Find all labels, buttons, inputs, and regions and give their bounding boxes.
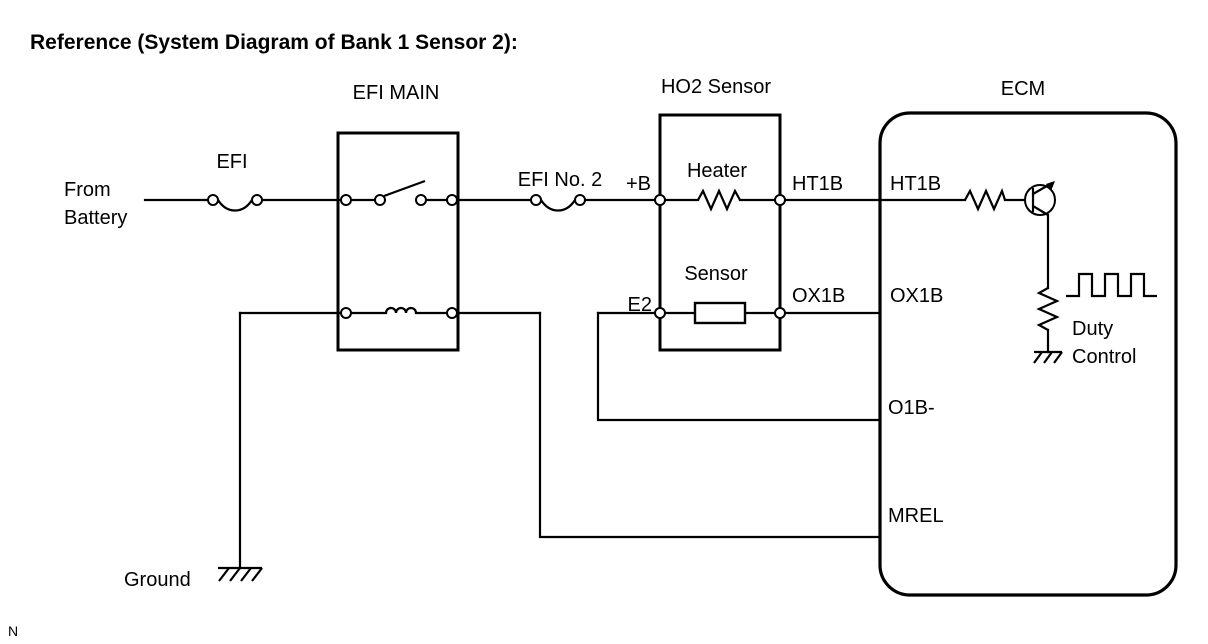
- from-battery-label-line1: From: [64, 179, 111, 201]
- ecm-pin-ht1b-label: HT1B: [890, 173, 941, 195]
- efi-fuse-label: EFI: [216, 151, 247, 173]
- efi-fuse-icon: [217, 199, 253, 212]
- ground-label: Ground: [124, 569, 191, 591]
- heater-label: Heater: [687, 160, 747, 182]
- pulldown-resistor-icon: [1036, 287, 1060, 331]
- terminal-node: [207, 194, 219, 206]
- ox1b-wire-label: OX1B: [792, 285, 845, 307]
- relay-box: [336, 131, 460, 352]
- transistor-arrow: [1046, 181, 1055, 191]
- e2-terminal-label: E2: [628, 294, 652, 316]
- from-battery-label-line2: Battery: [64, 207, 127, 229]
- fuse-element: [540, 199, 576, 212]
- terminal-node-e2: [654, 307, 666, 319]
- transistor-emitter: [1032, 205, 1049, 216]
- ht1b-resistor-icon: [964, 187, 1007, 212]
- terminal-node: [530, 194, 542, 206]
- ecm-label: ECM: [1001, 78, 1045, 100]
- terminal-node: [446, 307, 458, 319]
- wire-segment: [596, 311, 882, 422]
- ho2-sensor-box: [658, 113, 782, 352]
- ecm-box: [878, 111, 1178, 597]
- ground-hatches: [1033, 351, 1063, 364]
- terminal-node-plus-b: [654, 194, 666, 206]
- sensor-label: Sensor: [684, 263, 748, 285]
- transistor-icon: [1024, 181, 1056, 216]
- terminal-nodes: [207, 194, 786, 319]
- fuse-element: [217, 199, 253, 212]
- terminal-node: [340, 194, 352, 206]
- ecm-pin-o1b-label: O1B-: [888, 397, 935, 419]
- diagram-title: Reference (System Diagram of Bank 1 Sens…: [30, 31, 518, 54]
- efi-no2-fuse-label: EFI No. 2: [518, 169, 602, 191]
- terminal-node: [340, 307, 352, 319]
- duty-control-label-line2: Control: [1072, 346, 1136, 368]
- duty-control-label-line1: Duty: [1072, 318, 1113, 340]
- efi-no2-fuse-icon: [540, 199, 576, 212]
- footnote-label: N: [8, 623, 18, 639]
- terminal-node: [415, 194, 427, 206]
- heater-resistor-icon: [697, 188, 741, 212]
- ho2-sensor-label: HO2 Sensor: [661, 76, 771, 98]
- terminal-node: [446, 194, 458, 206]
- ht1b-wire-label: HT1B: [792, 173, 843, 195]
- terminal-node: [574, 194, 586, 206]
- terminal-node-ht1b: [774, 194, 786, 206]
- ecm-ground-icon: [1033, 350, 1063, 364]
- efi-main-label: EFI MAIN: [353, 82, 440, 104]
- sensor-element-icon: [693, 301, 747, 325]
- terminal-node: [251, 194, 263, 206]
- relay-switch-icon: [383, 179, 426, 198]
- terminal-node-ox1b: [774, 307, 786, 319]
- coil-element: [384, 306, 418, 314]
- ground-hatches: [218, 567, 263, 582]
- square-wave-icon: [1066, 272, 1157, 298]
- terminal-node: [374, 194, 386, 206]
- wires: [143, 198, 1050, 570]
- switch-blade: [383, 179, 426, 198]
- chassis-ground-icon: [218, 566, 263, 582]
- ecm-pin-ox1b-label: OX1B: [890, 285, 943, 307]
- plus-b-terminal-label: +B: [626, 173, 651, 195]
- wire-segment: [538, 311, 882, 539]
- relay-coil-icon: [384, 306, 418, 314]
- ecm-pin-mrel-label: MREL: [888, 505, 944, 527]
